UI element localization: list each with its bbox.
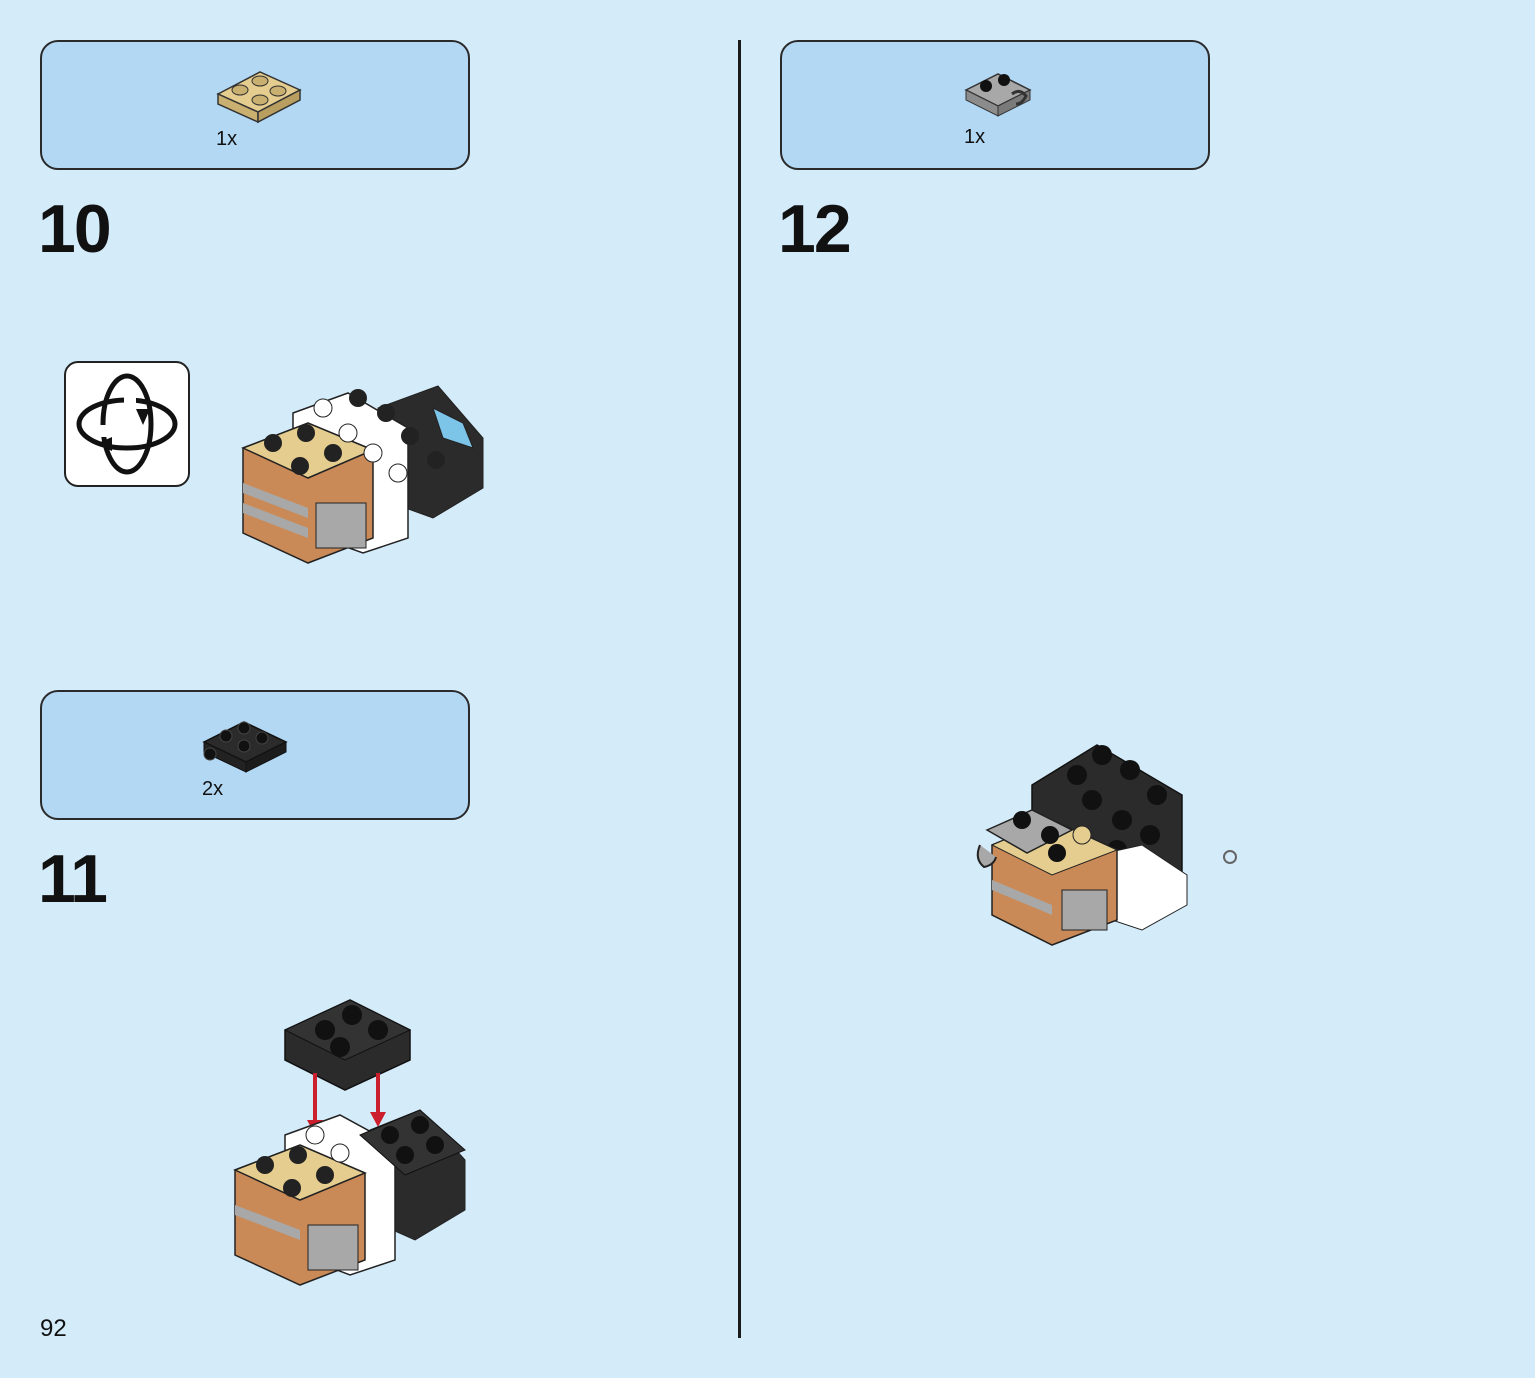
step-number: 11 <box>38 841 108 917</box>
part-quantity: 1x <box>964 126 986 148</box>
parts-box-step-11: 2x <box>40 690 470 820</box>
black-plate-2x2-studs-icon <box>202 721 288 773</box>
gray-plate-clip-icon <box>964 73 1032 117</box>
column-divider <box>738 40 741 1338</box>
part-quantity: 1x <box>216 128 238 150</box>
page-number: 92 <box>40 1315 67 1342</box>
tan-plate-2x2-icon <box>216 71 302 124</box>
parts-box-step-12: 1x <box>780 40 1210 170</box>
step-number: 12 <box>778 191 852 267</box>
step-10-model <box>241 385 484 564</box>
rotate-model-icon <box>64 361 190 487</box>
parts-box-step-10: 1x <box>40 40 470 170</box>
step-12-model <box>976 744 1237 946</box>
step-number: 10 <box>38 191 112 267</box>
part-quantity: 2x <box>202 778 224 800</box>
step-11-model <box>233 999 466 1286</box>
